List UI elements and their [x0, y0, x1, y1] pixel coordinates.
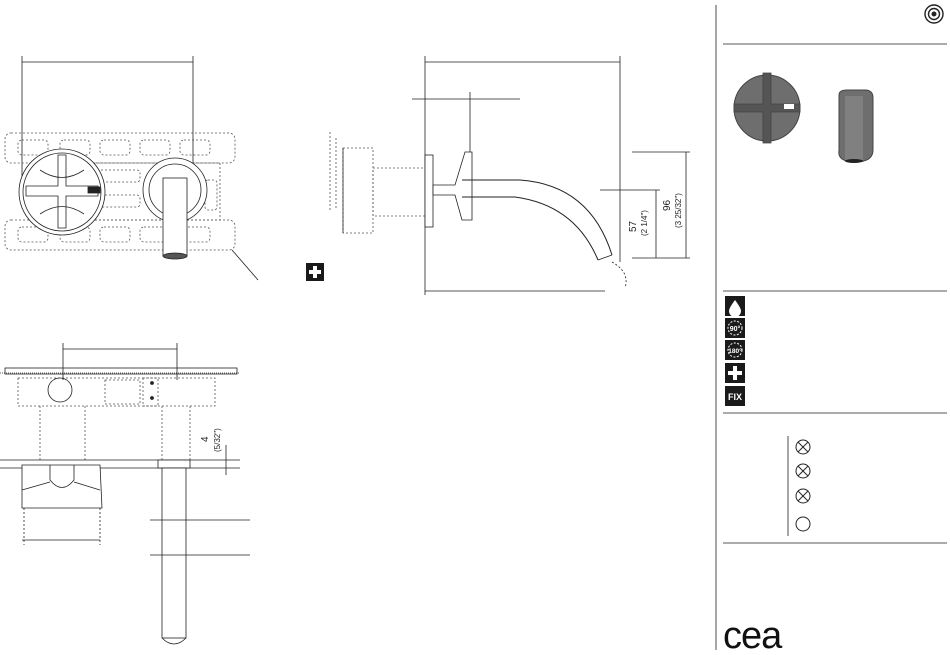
- handle-thumbnail: [734, 73, 800, 143]
- rotation-90-label: 90°: [730, 325, 741, 333]
- concentric-circles-icon: [925, 5, 943, 23]
- rotation-180-label: 180°: [728, 347, 742, 355]
- top-view: [0, 343, 250, 644]
- total-height-inch: (3 25/32"): [674, 193, 683, 228]
- plus-icon: [306, 263, 324, 281]
- crossed-circle-icon: [796, 489, 810, 503]
- spout-thumbnail: [839, 90, 873, 163]
- side-view: [330, 56, 690, 295]
- plate-offset-mm: 4: [200, 436, 211, 442]
- info-sidebar: 90° 180° FIX cea: [715, 0, 950, 655]
- front-view: [5, 56, 258, 280]
- spout-height-mm: 57: [628, 220, 639, 232]
- water-drop-icon: [725, 296, 745, 317]
- crossed-circle-icon: [796, 464, 810, 478]
- crossed-circle-icon: [796, 440, 810, 454]
- total-height-mm: 96: [662, 199, 673, 211]
- plus-icon: [725, 363, 745, 383]
- fix-icon: FIX: [725, 386, 745, 406]
- plate-offset-inch: (5/32"): [213, 428, 222, 452]
- technical-drawing: 57 (2 1/4") 96 (3 25/32"): [0, 0, 715, 655]
- spout-height-inch: (2 1/4"): [640, 210, 649, 236]
- fix-label: FIX: [728, 392, 742, 402]
- brand-logo: cea: [723, 615, 783, 655]
- rotation-180-icon: 180°: [725, 340, 745, 360]
- rotation-90-icon: 90°: [725, 318, 745, 338]
- empty-circle-icon: [796, 517, 810, 531]
